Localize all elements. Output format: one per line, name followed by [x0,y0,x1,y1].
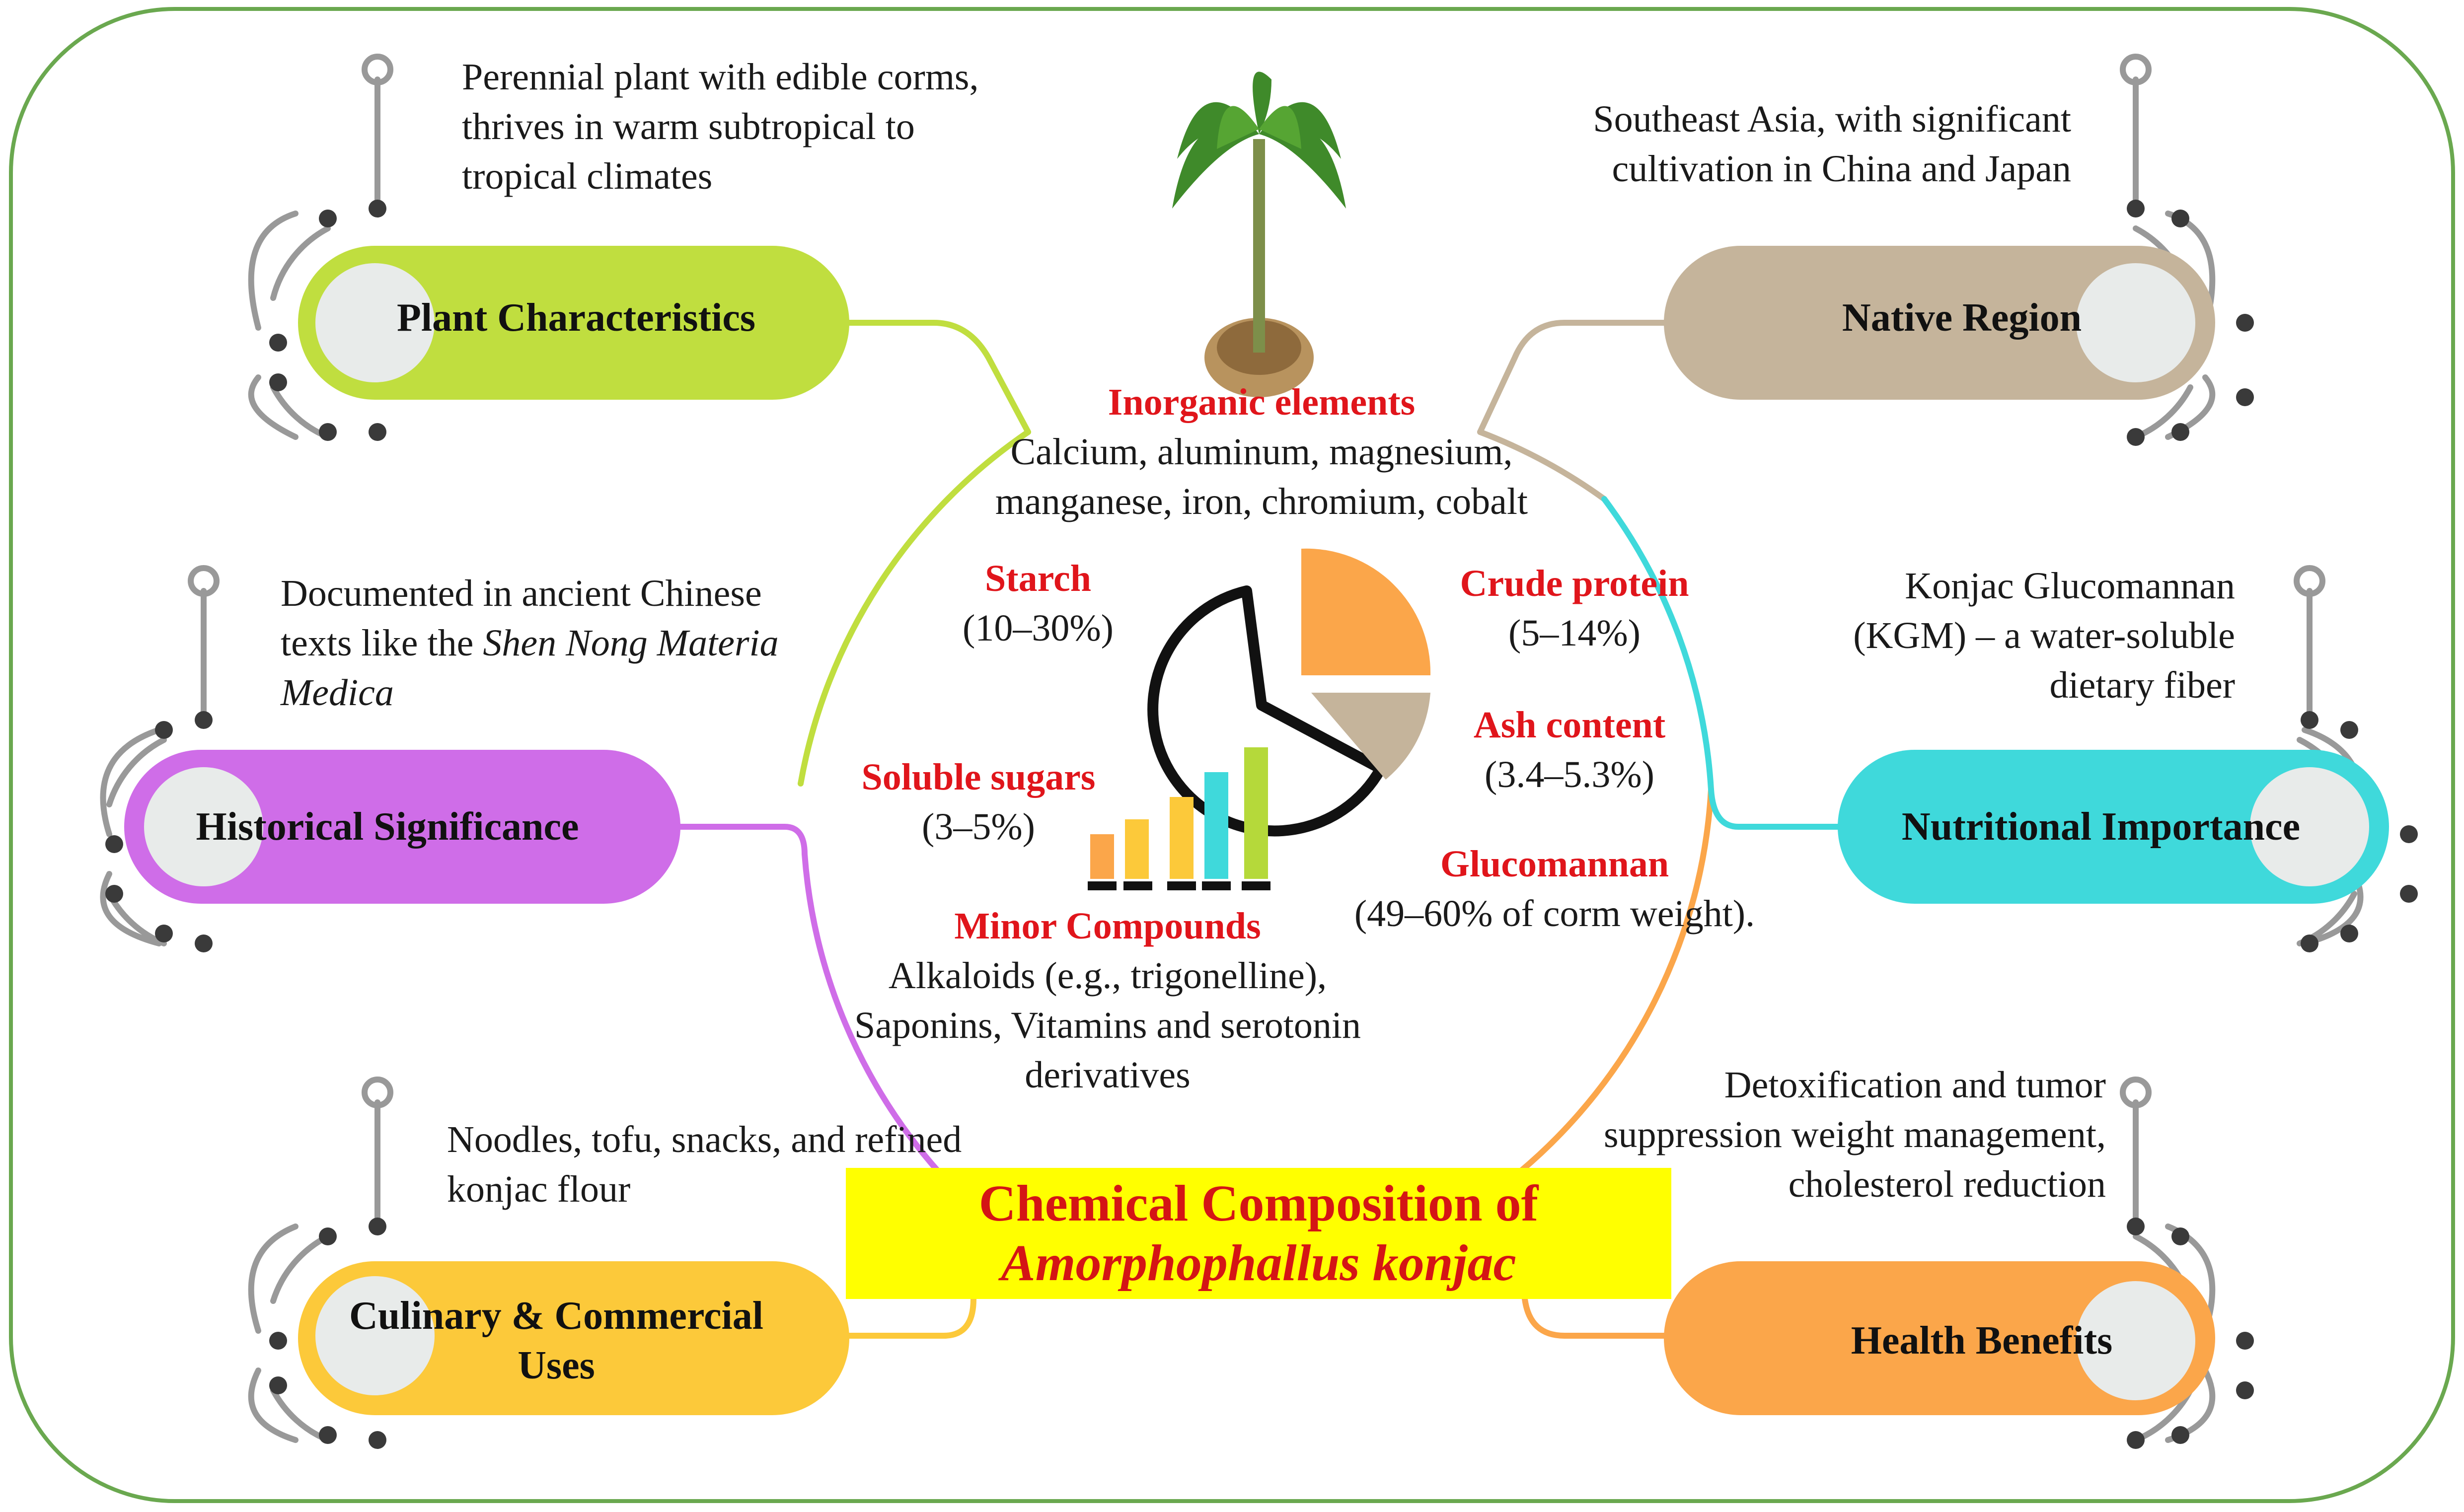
glucomannan-heading: Glucomannan [1440,843,1669,885]
pill-nutritional [1838,750,2389,904]
description-culinary: Noodles, tofu, snacks, and refined konja… [447,1119,962,1210]
pill-label-region: Native Region [1842,296,2082,340]
description-health: Detoxification and tumor suppression wei… [1603,1064,2106,1205]
description-plant: Perennial plant with edible corms, thriv… [462,56,979,197]
pill-label-culinary-line1: Culinary & Commercial [349,1294,763,1338]
description-historical: Documented in ancient Chinese texts like… [281,573,779,714]
pie-tan-slice [1311,693,1430,780]
arc-plant [798,429,1031,787]
main-title-line1: Chemical Composition of [978,1175,1539,1232]
glucomannan-block: Glucomannan (49–60% of corm weight). [1306,839,1803,938]
pill-label-culinary-line2: Uses [518,1344,595,1387]
minor-compounds-block: Minor Compounds Alkaloids (e.g., trigone… [785,901,1430,1100]
bar-chart-icon [1088,747,1270,890]
bar-2 [1125,819,1149,879]
pie-chart-icon [1147,548,1431,837]
bar-1 [1090,834,1114,879]
arc-historical [802,851,942,1175]
pill-label-nutritional: Nutritional Importance [1901,805,2301,849]
pie-outline-slice [1147,585,1386,837]
bar-5 [1244,747,1268,879]
description-nutritional: Konjac Glucomannan (KGM) – a water-solub… [1853,565,2235,706]
crude-protein-heading: Crude protein [1460,563,1689,604]
crude-protein-block: Crude protein (5–14%) [1425,559,1723,658]
arc-health [1517,787,1714,1175]
main-title-box: Chemical Composition of Amorphophallus k… [846,1168,1671,1299]
connectors [677,320,1841,1339]
decor-dots [105,200,2418,1449]
pie-orange-slice [1301,548,1431,675]
pill-historical [124,750,680,904]
decor-left [100,54,393,1443]
ash-heading: Ash content [1473,704,1666,746]
ash-block: Ash content (3.4–5.3%) [1430,700,1709,799]
soluble-sugars-heading: Soluble sugars [861,756,1096,798]
pill-plant [298,246,849,400]
pill-health [1664,1261,2215,1415]
bar-4 [1204,772,1228,879]
inorganic-heading: Inorganic elements [1108,381,1416,423]
bar-3 [1170,797,1194,879]
pill-label-health: Health Benefits [1851,1319,2113,1363]
pill-culinary [298,1261,849,1415]
pill-label-plant: Plant Characteristics [396,296,756,340]
central-circle [798,429,1714,1175]
inorganic-block: Inorganic elements Calcium, aluminum, ma… [894,377,1629,526]
arc-region [1477,429,1607,502]
starch-block: Starch (10–30%) [914,554,1162,653]
pill-label-historical: Historical Significance [196,805,579,849]
outer-frame [9,7,2455,1503]
arc-nutritional [1601,496,1714,792]
description-region: Southeast Asia, with significant cultiva… [1593,98,2071,190]
main-title-line2: Amorphophallus konjac [1001,1234,1516,1292]
starch-heading: Starch [985,558,1091,599]
pill-region [1664,246,2215,400]
konjac-plant-icon [1172,72,1346,397]
soluble-sugars-block: Soluble sugars (3–5%) [824,752,1132,852]
pill-label-culinary: Culinary & Commercial Uses [308,1291,805,1390]
minor-compounds-heading: Minor Compounds [954,905,1261,947]
